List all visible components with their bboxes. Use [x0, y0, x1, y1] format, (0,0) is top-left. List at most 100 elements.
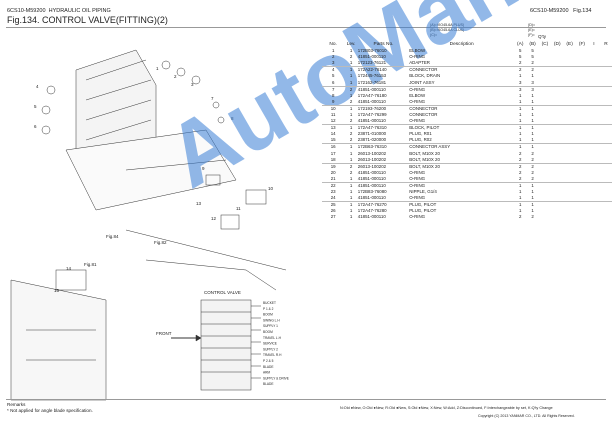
row-qty-e	[563, 104, 576, 112]
row-qty-d	[551, 157, 563, 164]
remarks-title: Remarks	[7, 402, 26, 407]
row-qty-b: 2	[531, 169, 534, 175]
row-qty-a: 1	[519, 131, 522, 137]
front-label: FRONT	[156, 331, 172, 336]
row-qty-f	[575, 162, 589, 170]
row-qty-a: 2	[514, 162, 527, 170]
row-qty-e	[563, 176, 575, 183]
row-qty-f	[575, 85, 589, 93]
row-no: 21	[330, 175, 336, 181]
port-label: TRAVEL L.H	[263, 336, 282, 340]
row-parts-no: 172A47-76180	[357, 92, 387, 98]
row-qty-e	[563, 195, 575, 202]
row-description: PLUG, PILOT	[409, 201, 515, 209]
row-qty-a: 1	[514, 143, 527, 151]
row-qty-f	[575, 66, 589, 74]
row-description: BOLT, M10X 20	[409, 162, 515, 170]
row-lev: 1	[349, 195, 353, 201]
row-parts-no: 172A22-76140	[357, 66, 410, 74]
callout-number: 3	[191, 82, 194, 87]
col-no: No.	[329, 42, 337, 47]
row-no: 2	[331, 54, 335, 60]
row-r	[600, 214, 612, 220]
row-qty-d	[551, 214, 563, 220]
row-r	[600, 157, 612, 164]
row-description: O-RING	[409, 195, 426, 201]
row-qty-e	[563, 137, 575, 144]
row-parts-no: 23871-020000	[357, 137, 387, 143]
row-qty-f	[576, 99, 588, 106]
row-lev: 2	[349, 131, 353, 137]
row-description: NIPPLE, G1/4	[409, 189, 437, 195]
row-i	[588, 137, 600, 144]
row-qty-a: 1	[519, 137, 522, 143]
row-parts-no: 172B03-76010	[357, 48, 387, 54]
row-qty-e	[563, 118, 575, 125]
row-r	[599, 181, 612, 190]
applicability-codes-2: (D)= (E)= (F)=	[528, 23, 536, 37]
row-qty-b: 1	[526, 143, 539, 151]
row-qty-c	[538, 143, 552, 151]
row-parts-no: 41851-000110	[357, 118, 386, 124]
port-label: TRAVEL R.H	[263, 353, 282, 357]
row-i	[588, 195, 600, 202]
row-qty-f	[575, 104, 589, 112]
port-label: ARM	[263, 371, 270, 375]
row-lev: 2	[349, 118, 353, 124]
row-parts-no: 172B63-76310	[357, 143, 410, 151]
row-lev: 1	[344, 181, 358, 190]
port-label: SUPPLY 2	[263, 347, 278, 351]
row-qty-f	[575, 124, 589, 132]
row-qty-f	[575, 181, 589, 190]
row-qty-a: 3	[514, 85, 527, 93]
port-label: BLADE	[263, 382, 273, 386]
row-qty-c	[538, 124, 552, 132]
port-label: BOOM	[263, 313, 273, 317]
row-parts-no: 26013-100202	[357, 150, 387, 156]
callout-number: 13	[196, 201, 202, 206]
header-rule	[6, 27, 606, 28]
port-label: SUPPLY & DRIVE	[263, 376, 289, 380]
row-qty-c	[539, 176, 551, 183]
row-qty-c	[539, 195, 551, 202]
row-qty-d	[551, 118, 563, 125]
valve-title: CONTROL VALVE	[204, 290, 241, 295]
row-qty-f	[576, 176, 588, 183]
row-parts-no: 26013-100202	[357, 162, 410, 170]
row-parts-no: 172123-76121	[357, 60, 387, 66]
col-qty-b: (B)	[529, 42, 536, 47]
row-parts-no: 41851-000110	[357, 169, 386, 175]
row-parts-no: 172B83-76080	[357, 189, 387, 195]
row-parts-no: 41851-000110	[357, 54, 386, 60]
row-r	[600, 99, 612, 106]
parts-table-header: No. Lev. Parts No. Description (A) (B) (…	[322, 40, 612, 48]
row-r	[600, 79, 612, 86]
row-no: 10	[322, 104, 345, 112]
row-i	[588, 118, 600, 125]
port-label: BOOM	[263, 330, 273, 334]
remarks: Remarks * Not applied for angle blade sp…	[7, 402, 93, 414]
row-qty-a: 1	[519, 189, 522, 195]
row-qty-e	[563, 124, 576, 132]
row-no: 24	[330, 195, 336, 201]
row-qty-b: 1	[526, 104, 539, 112]
row-r	[600, 195, 612, 202]
row-qty-b: 2	[531, 60, 534, 66]
row-qty-c	[538, 66, 552, 74]
row-no: 3	[331, 60, 335, 66]
row-description: O-RING	[409, 98, 426, 104]
row-qty-e	[563, 201, 576, 209]
col-parts-no: Parts No.	[373, 42, 394, 47]
row-qty-b: 2	[531, 175, 534, 181]
row-qty-a: 2	[514, 66, 527, 74]
